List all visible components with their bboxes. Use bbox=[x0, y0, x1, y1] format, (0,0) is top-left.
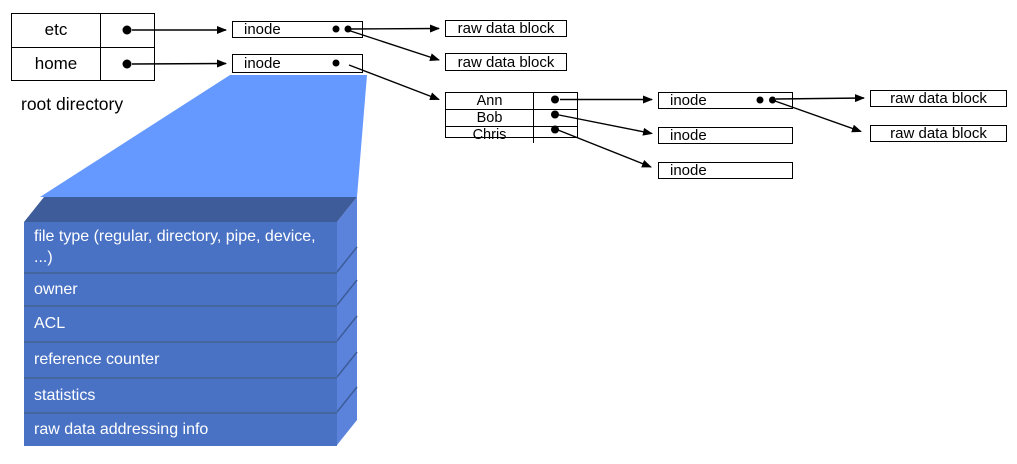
dir-entry-pointer-cell bbox=[101, 48, 154, 81]
inode-label: inode bbox=[244, 55, 281, 72]
inode-label: inode bbox=[244, 21, 281, 38]
dir-entry-name: home bbox=[12, 47, 101, 80]
side-hatch-line bbox=[336, 315, 358, 342]
dir-entry-name: Bob bbox=[446, 110, 534, 126]
raw-data-block-label: raw data block bbox=[457, 20, 555, 37]
table-row: Bob bbox=[446, 109, 577, 126]
table-row: Ann bbox=[446, 93, 577, 109]
inode-box-home: inode bbox=[232, 54, 363, 73]
root-directory-table: etc home bbox=[11, 13, 155, 81]
inode-box-top-face bbox=[24, 197, 357, 222]
side-hatch-line bbox=[336, 279, 358, 306]
dir-entry-name: Chris bbox=[446, 127, 534, 143]
dir-entry-pointer-cell bbox=[534, 110, 577, 126]
inode-box-chris: inode bbox=[658, 162, 793, 179]
side-hatch-line bbox=[336, 386, 358, 413]
inode-box-etc: inode bbox=[232, 21, 363, 38]
inode-box-bob: inode bbox=[658, 127, 793, 144]
side-hatch-line bbox=[336, 351, 358, 378]
table-row: home bbox=[12, 46, 154, 81]
inode-box-ann: inode bbox=[658, 92, 793, 109]
inode-box-right-face bbox=[337, 197, 357, 445]
raw-data-block-4: raw data block bbox=[870, 125, 1007, 142]
dir-entry-name: Ann bbox=[446, 93, 534, 109]
inode-label: inode bbox=[670, 92, 707, 109]
dir-entry-pointer-cell bbox=[534, 127, 577, 143]
raw-data-block-label: raw data block bbox=[890, 125, 987, 142]
inode-fields-box: file type (regular, directory, pipe, dev… bbox=[24, 222, 337, 446]
inode-label: inode bbox=[670, 127, 707, 144]
inode-field-row: owner bbox=[24, 272, 337, 305]
dir-entry-name: etc bbox=[12, 14, 101, 47]
raw-data-block-3: raw data block bbox=[870, 90, 1007, 107]
inode-field-row: reference counter bbox=[24, 341, 337, 377]
inode-field-row: statistics bbox=[24, 377, 337, 412]
raw-data-block-1: raw data block bbox=[445, 20, 567, 37]
dir-entry-pointer-cell bbox=[101, 14, 154, 47]
raw-data-block-label: raw data block bbox=[457, 53, 555, 71]
home-directory-table: Ann Bob Chris bbox=[445, 92, 578, 143]
inode-field-row: raw data addressing info bbox=[24, 412, 337, 446]
root-directory-label: root directory bbox=[21, 94, 124, 114]
inode-detail-funnel bbox=[40, 75, 367, 197]
raw-data-block-2: raw data block bbox=[445, 53, 567, 71]
table-row: etc bbox=[12, 14, 154, 47]
inode-field-row: file type (regular, directory, pipe, dev… bbox=[24, 222, 337, 272]
inode-field-row: ACL bbox=[24, 305, 337, 341]
dir-entry-pointer-cell bbox=[534, 93, 577, 109]
inode-label: inode bbox=[670, 162, 707, 179]
raw-data-block-label: raw data block bbox=[890, 90, 987, 107]
table-row: Chris bbox=[446, 126, 577, 143]
side-hatch-line bbox=[336, 246, 358, 273]
